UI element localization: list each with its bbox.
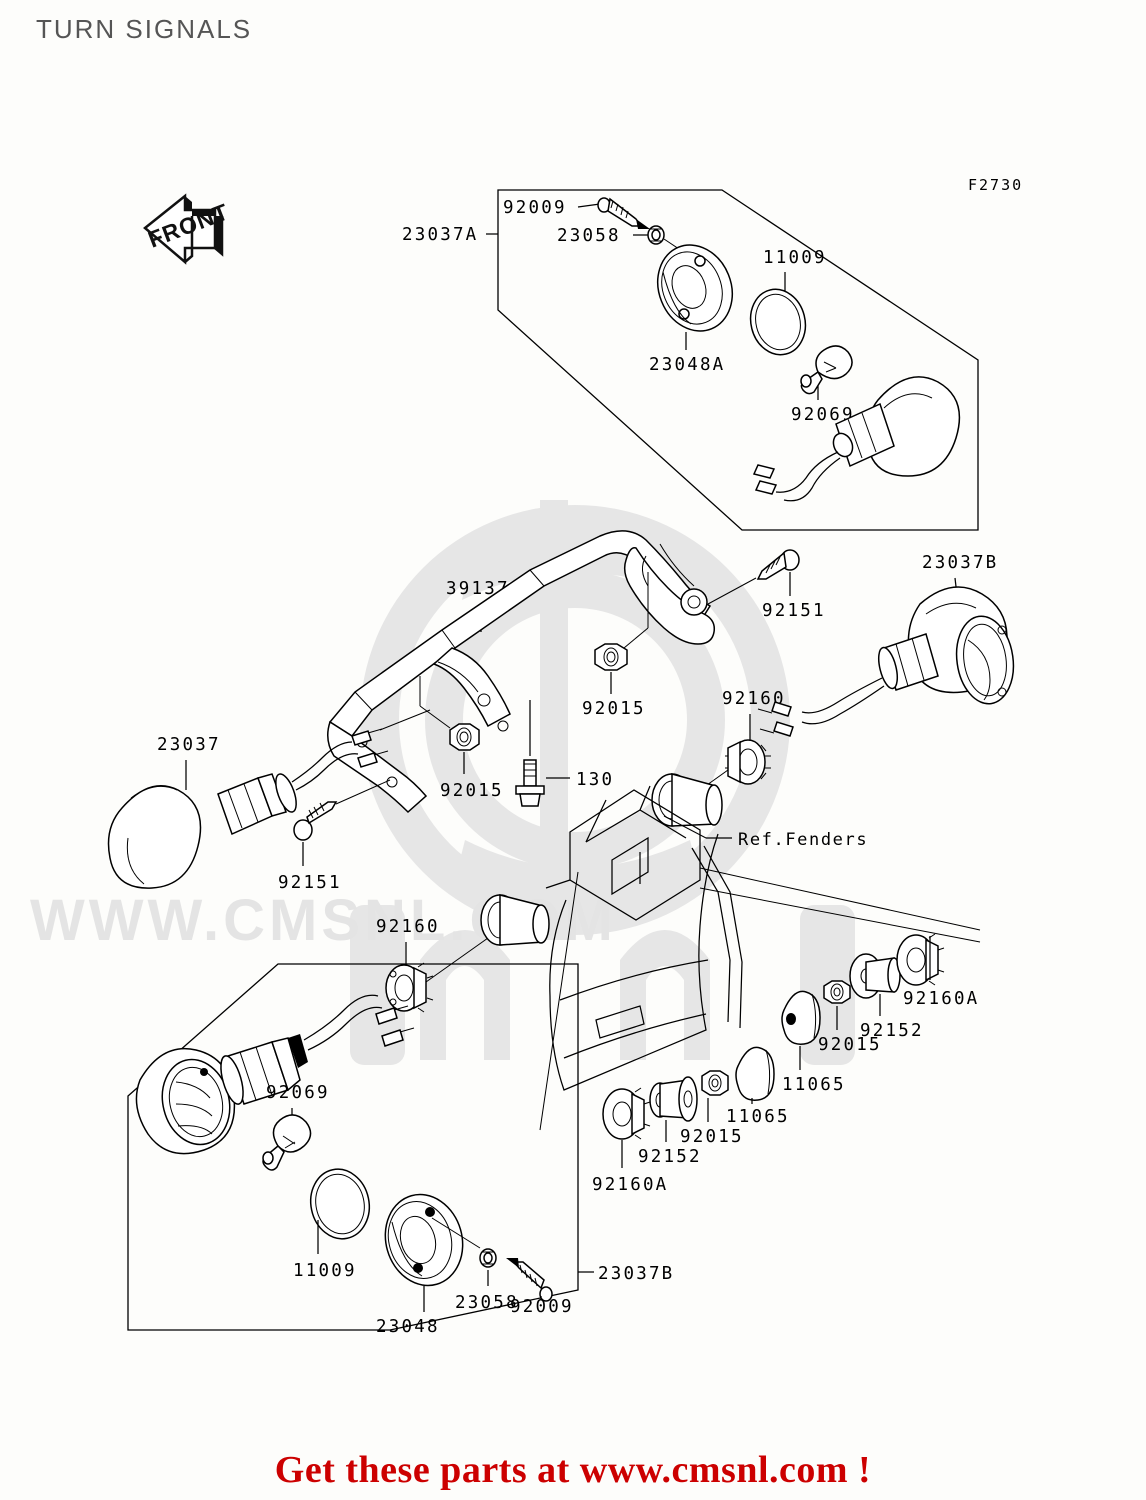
label-92152-right: 92152 (860, 1021, 924, 1041)
label-92015-left: 92015 (440, 781, 504, 801)
label-11009-bottom: 11009 (293, 1261, 357, 1281)
part-screw-92009-top (597, 197, 650, 229)
label-11009-top: 11009 (763, 248, 827, 268)
part-damper-92160-mid (725, 739, 771, 785)
label-92069-bottom: 92069 (266, 1083, 330, 1103)
part-signal-body-top (752, 376, 961, 502)
label-23048A: 23048A (649, 355, 725, 375)
part-collar-92152-right (849, 953, 901, 999)
label-92015-right: 92015 (818, 1035, 882, 1055)
label-23037B-right: 23037B (922, 553, 998, 573)
bottom-assembly-bracket (127, 963, 579, 1331)
part-nut-92015-low (701, 1070, 729, 1096)
label-92009-bottom: 92009 (510, 1297, 574, 1317)
page-title: TURN SIGNALS (36, 14, 253, 44)
label-23058-top: 23058 (557, 226, 621, 246)
top-assembly-bracket (497, 189, 979, 531)
part-lens-23048-bottom (384, 1193, 464, 1287)
label-23037A: 23037A (402, 225, 478, 245)
part-damper-92160-low (385, 962, 434, 1013)
part-gasket-11009-top (749, 288, 807, 356)
label-23058-bottom: 23058 (455, 1293, 519, 1313)
footer-promo: Get these parts at www.cmsnl.com ! (274, 1449, 872, 1491)
label-92069-top: 92069 (791, 405, 855, 425)
label-23037: 23037 (157, 735, 221, 755)
label-92151-left: 92151 (278, 873, 342, 893)
part-fender-reference (545, 785, 743, 1091)
part-bolt-92151-upper (756, 549, 800, 580)
label-11065-right: 11065 (782, 1075, 846, 1095)
label-92160A-right: 92160A (903, 989, 979, 1009)
part-nut-92015-left (449, 723, 480, 751)
part-signal-body-bottom (135, 994, 415, 1155)
part-signal-23037B-right (757, 586, 1015, 737)
label-23037B-bottom: 23037B (598, 1264, 674, 1284)
label-92151-upper: 92151 (762, 601, 826, 621)
part-bolt-92151-left (293, 801, 338, 841)
label-130: 130 (576, 770, 614, 790)
part-bulb-92069-top (800, 345, 853, 395)
label-92009-top: 92009 (503, 198, 567, 218)
part-nut-92015-upper (594, 643, 628, 671)
part-nut-23058-top (647, 225, 665, 245)
label-92152-low: 92152 (638, 1147, 702, 1167)
label-92160-low: 92160 (376, 917, 440, 937)
front-arrow-icon: FRONT (143, 193, 232, 265)
part-cap-11065-right (781, 990, 821, 1045)
part-cap-11065-low (735, 1046, 775, 1101)
part-nut-92015-right (823, 980, 851, 1004)
label-92015-low: 92015 (680, 1127, 744, 1147)
part-bulb-92069-bottom (262, 1114, 312, 1171)
label-39137: 39137 (446, 579, 510, 599)
part-damper-92160A-right (896, 933, 945, 986)
drawing-code: F2730 (968, 176, 1023, 194)
part-collar-92152-low (649, 1076, 698, 1122)
label-11065-low: 11065 (726, 1107, 790, 1127)
part-screw-92009-bottom (506, 1258, 553, 1302)
part-lens-23048A (657, 244, 733, 332)
label-92160A-low: 92160A (592, 1175, 668, 1195)
part-bracket-39137 (327, 530, 716, 814)
part-nut-23058-bottom (479, 1248, 497, 1268)
part-damper-92160A-low (602, 1087, 651, 1140)
part-fender-bushing-low (480, 894, 550, 946)
part-signal-23037-left (107, 728, 389, 889)
part-gasket-11009-bottom (309, 1168, 371, 1240)
label-ref-fenders: Ref.Fenders (738, 830, 868, 850)
part-fender-bushing-mid (651, 773, 723, 827)
label-92015-upper: 92015 (582, 699, 646, 719)
part-bolt-130 (515, 759, 545, 807)
label-92160-mid: 92160 (722, 689, 786, 709)
label-23048-bottom: 23048 (376, 1317, 440, 1337)
